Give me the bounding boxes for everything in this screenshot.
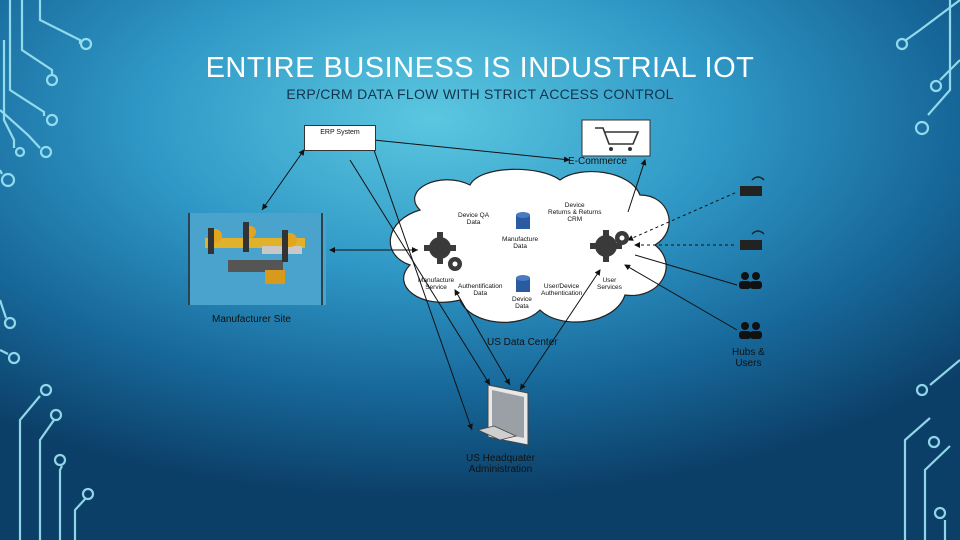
database-icon (516, 275, 530, 292)
database-icon (516, 212, 530, 229)
robot-arm-icon (188, 213, 326, 305)
router-icon (740, 176, 765, 196)
users-icon (739, 322, 762, 339)
erp-system-label: ERP System (320, 129, 360, 136)
slide-subtitle: ERP/CRM DATA FLOW WITH STRICT ACCESS CON… (286, 86, 674, 102)
gear-icon (590, 230, 629, 262)
ecommerce-label: E-Commerce (568, 156, 627, 167)
manufacturer-site-label: Manufacturer Site (212, 314, 291, 325)
router-icon (740, 230, 765, 250)
shopping-cart-icon (581, 119, 651, 157)
gear-icon (424, 232, 462, 271)
slide-title: ENTIRE BUSINESS IS INDUSTRIAL IOT (205, 52, 755, 84)
data-center-label: US Data Center (487, 337, 558, 348)
computer-monitor-icon (476, 384, 529, 446)
hubs-users-label: Hubs &Users (732, 347, 765, 369)
users-icon (739, 272, 762, 289)
erp-system-box: ERP System (304, 125, 376, 151)
